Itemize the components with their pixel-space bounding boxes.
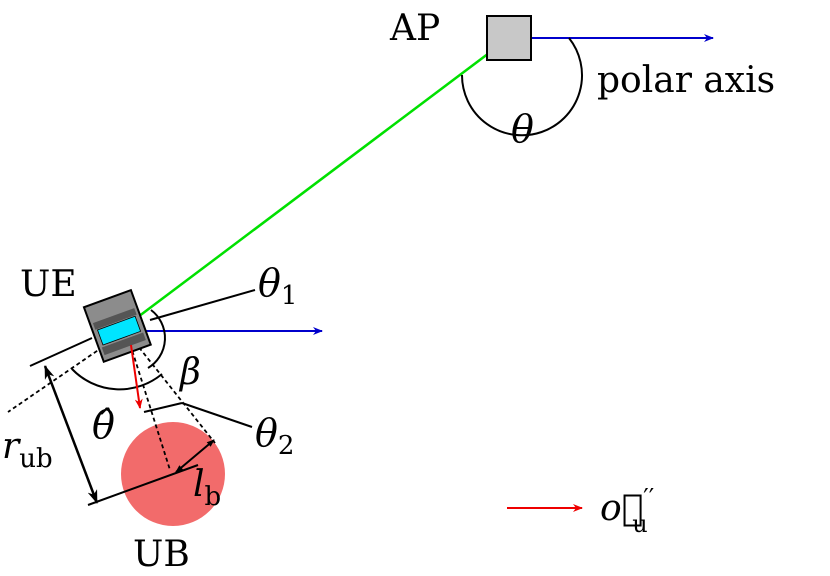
dashed-tangent-right: [125, 330, 216, 444]
ue-back-line: [29, 337, 93, 367]
dashed-to-center: [125, 330, 171, 471]
distance-rub-arrow: [43, 365, 99, 504]
ap-theta-arc: [460, 37, 583, 137]
ub-label: UB: [133, 534, 190, 575]
ap-label: AP: [389, 8, 440, 49]
theta-hat-arc: [71, 368, 163, 391]
ap-icon: [486, 15, 532, 61]
theta2-label: θ2: [255, 411, 294, 461]
rub-label: rub: [2, 426, 53, 474]
theta-label: θ: [511, 107, 534, 151]
beta-label: β: [178, 352, 201, 393]
theta-hat-label: θ̂: [92, 403, 115, 447]
ue-device-icon: [82, 288, 153, 364]
beta-arc: [147, 309, 166, 369]
theta2-leader: [181, 402, 253, 428]
los-link: [125, 37, 510, 327]
ue-label: UE: [20, 264, 77, 305]
ue-facing-line: [149, 289, 256, 321]
polar-axis-label: polar axis: [597, 60, 775, 101]
legend-orientation-label: o⃗′′u: [600, 484, 654, 538]
theta1-label: θ1: [258, 261, 297, 311]
radius-lb-arrow: [175, 439, 215, 473]
rub-base-line: [87, 464, 199, 506]
theta2-marker-line: [143, 402, 183, 413]
ue-orientation-arrow: [130, 344, 143, 409]
lb-label: lb: [193, 464, 221, 512]
